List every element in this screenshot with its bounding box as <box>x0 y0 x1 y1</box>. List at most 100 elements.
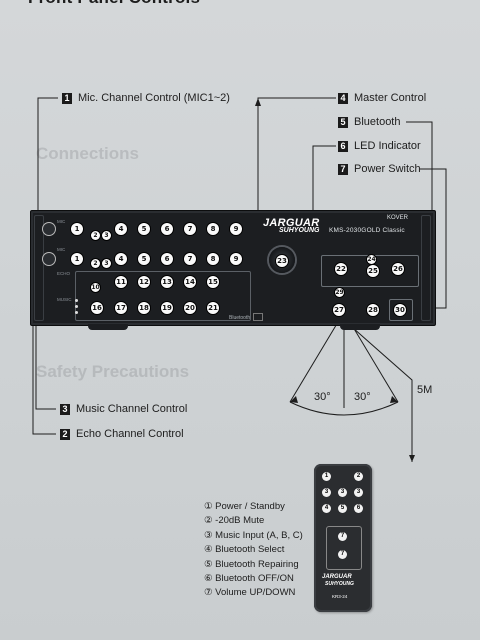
angle-right-label: 30° <box>354 391 371 403</box>
led-indicator-27: 27 <box>333 304 345 316</box>
mic2-label: MIC <box>57 247 66 252</box>
mic1-knob-7[interactable]: 7 <box>184 223 196 235</box>
remote-model: KR3-24 <box>332 594 348 599</box>
mic2-knob-7[interactable]: 7 <box>184 253 196 265</box>
mic2-knob-9[interactable]: 9 <box>230 253 242 265</box>
brand-logo-sub: SUHYOUNG <box>279 227 320 234</box>
master-knob-label: 23 <box>276 255 288 267</box>
callout-number: 6 <box>338 140 348 152</box>
callout-number: 2 <box>60 428 70 440</box>
rack-ear-right <box>421 215 431 321</box>
echo-knob-10[interactable]: 10 <box>91 283 100 292</box>
distance-label: 5M <box>417 384 433 396</box>
remote-mute-button[interactable]: 2 <box>354 472 363 481</box>
mic1-button-2[interactable]: 2 <box>91 231 100 240</box>
mic1-knob-1[interactable]: 1 <box>71 223 83 235</box>
legend-item: ⑥ Bluetooth OFF/ON <box>204 573 294 585</box>
music-label: MUSIC <box>57 297 72 302</box>
bleed-heading-safety: Safety Precautions <box>36 362 190 381</box>
remote-volume-down-button[interactable]: 7 <box>338 550 347 559</box>
remote-bt-onoff-button[interactable]: 6 <box>354 504 363 513</box>
remote-volume-up-button[interactable]: 7 <box>338 532 347 541</box>
legend-item: ① Power / Standby <box>204 501 285 512</box>
remote-music-a-button[interactable]: 3 <box>322 488 331 497</box>
mic2-knob-1[interactable]: 1 <box>71 253 83 265</box>
mic2-button-3[interactable]: 3 <box>102 259 111 268</box>
music-input-led <box>75 299 78 302</box>
mic1-knob-9[interactable]: 9 <box>230 223 242 235</box>
music-knob-17[interactable]: 17 <box>115 302 127 314</box>
amplifier-foot-left <box>88 324 128 330</box>
remote-volume-frame <box>326 526 362 570</box>
echo-knob-15[interactable]: 15 <box>207 276 219 288</box>
bluetooth-indicator-24: 24 <box>367 255 376 264</box>
echo-knob-13[interactable]: 13 <box>161 276 173 288</box>
callout-number: 7 <box>338 163 348 175</box>
mic1-knob-4[interactable]: 4 <box>115 223 127 235</box>
display-knob-22[interactable]: 22 <box>335 263 347 275</box>
remote-music-c-button[interactable]: 3 <box>354 488 363 497</box>
echo-knob-12[interactable]: 12 <box>138 276 150 288</box>
remote-music-b-button[interactable]: 3 <box>338 488 347 497</box>
page-title: Front Panel Controls <box>28 0 200 8</box>
callout-number: 1 <box>62 92 72 104</box>
mic2-knob-8[interactable]: 8 <box>207 253 219 265</box>
mic1-button-3[interactable]: 3 <box>102 231 111 240</box>
mic2-knob-6[interactable]: 6 <box>161 253 173 265</box>
mic1-knob-6[interactable]: 6 <box>161 223 173 235</box>
music-knob-20[interactable]: 20 <box>184 302 196 314</box>
echo-music-section <box>75 271 251 321</box>
music-knob-16[interactable]: 16 <box>91 302 103 314</box>
mic1-knob-8[interactable]: 8 <box>207 223 219 235</box>
bluetooth-button-26[interactable]: 26 <box>392 263 404 275</box>
echo-knob-11[interactable]: 11 <box>115 276 127 288</box>
echo-knob-14[interactable]: 14 <box>184 276 196 288</box>
led-indicator-29: 29 <box>335 288 344 297</box>
music-knob-21[interactable]: 21 <box>207 302 219 314</box>
remote-button-legend: ① Power / Standby ② -20dB Mute ③ Music I… <box>204 500 303 601</box>
power-switch-30[interactable]: 30 <box>394 304 406 316</box>
bluetooth-mark: Bluetooth <box>229 315 251 321</box>
callout-number: 3 <box>60 403 70 415</box>
bleed-heading-connections: Connections <box>36 144 139 163</box>
mic1-jack[interactable] <box>43 223 55 235</box>
mic2-jack[interactable] <box>43 253 55 265</box>
mic2-knob-4[interactable]: 4 <box>115 253 127 265</box>
callout-number: 5 <box>338 116 348 128</box>
button-28[interactable]: 28 <box>367 304 379 316</box>
cert-mark-icon <box>253 313 263 321</box>
music-input-led <box>75 305 78 308</box>
legend-item: ④ Bluetooth Select <box>204 544 285 556</box>
brand-logo: JARGUAR <box>263 217 320 229</box>
angle-left-label: 30° <box>314 391 331 403</box>
remote-bt-repair-button[interactable]: 5 <box>338 504 347 513</box>
maker-logo: KOVER <box>387 215 409 221</box>
legend-item: ⑤ Bluetooth Repairing <box>204 558 299 570</box>
model-name: KMS-2030GOLD Classic <box>329 227 405 234</box>
legend-item: ③ Music Input (A, B, C) <box>204 529 303 541</box>
remote-power-button[interactable]: 1 <box>322 472 331 481</box>
callout-number: 4 <box>338 92 348 104</box>
music-input-led <box>75 311 78 314</box>
remote-brand: JARGUAR <box>322 574 352 580</box>
mic2-button-2[interactable]: 2 <box>91 259 100 268</box>
music-knob-19[interactable]: 19 <box>161 302 173 314</box>
bluetooth-button-25[interactable]: 25 <box>367 265 379 277</box>
remote-control: 1 2 3 3 3 4 5 6 7 7 JARGUAR SUHYOUNG KR3… <box>314 464 372 612</box>
music-knob-18[interactable]: 18 <box>138 302 150 314</box>
rack-ear-left <box>34 215 44 321</box>
remote-bt-select-button[interactable]: 4 <box>322 504 331 513</box>
mic1-knob-5[interactable]: 5 <box>138 223 150 235</box>
amplifier-foot-right <box>340 324 380 330</box>
mic2-knob-5[interactable]: 5 <box>138 253 150 265</box>
power-switch-frame <box>389 299 413 321</box>
legend-item: ⑦ Volume UP/DOWN <box>204 587 296 599</box>
amplifier-front-panel: MIC MIC ECHO MUSIC 1 2 3 4 5 6 7 8 9 1 2… <box>30 210 436 326</box>
